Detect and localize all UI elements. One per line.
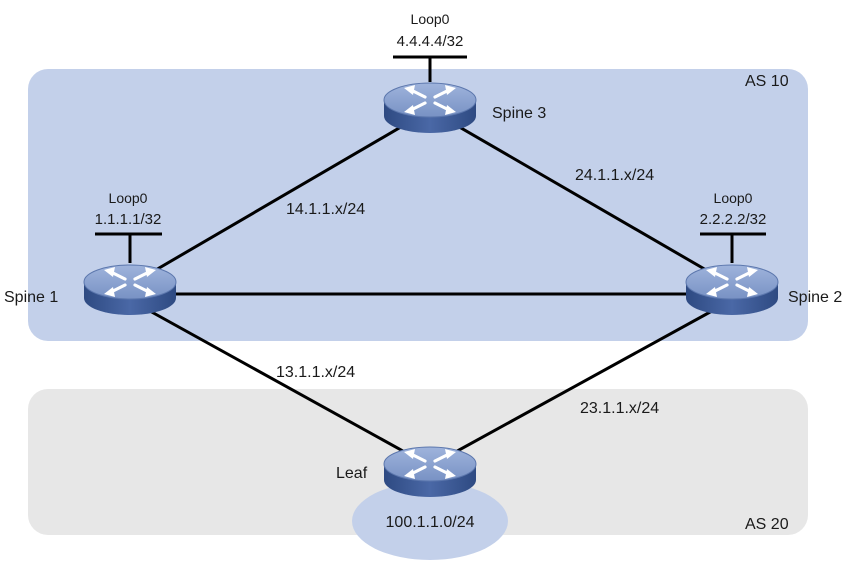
spine2-name: Spine 2: [788, 289, 842, 306]
leaf-router-icon[interactable]: [382, 445, 478, 499]
spine2-loopback-address: 2.2.2.2/32: [700, 211, 767, 228]
link-spine2-leaf: [429, 298, 733, 468]
leaf-name: Leaf: [336, 465, 368, 482]
spine1-name: Spine 1: [4, 289, 58, 306]
subnet-spine2-leaf: 23.1.1.x/24: [580, 400, 659, 417]
spine3-loopback-address: 4.4.4.4/32: [397, 33, 464, 50]
leaf-network-ellipse: [352, 482, 508, 560]
subnet-spine3-spine2: 24.1.1.x/24: [575, 167, 654, 184]
spine3-router-icon[interactable]: [382, 81, 478, 135]
as10-label: AS 10: [745, 73, 789, 90]
spine2-router-icon[interactable]: [684, 263, 780, 317]
spine1-loopback-name: Loop0: [109, 190, 148, 206]
spine2-loopback-name: Loop0: [714, 190, 753, 206]
subnet-spine1-spine3: 14.1.1.x/24: [286, 201, 365, 218]
spine3-loopback-name: Loop0: [411, 11, 450, 27]
subnet-spine1-leaf: 13.1.1.x/24: [276, 364, 355, 381]
as10-area: [28, 69, 808, 341]
link-spine3-spine2: [429, 108, 733, 287]
link-spine1-leaf: [129, 298, 431, 468]
leaf-network-address: 100.1.1.0/24: [386, 514, 475, 531]
link-spine1-spine3: [129, 108, 431, 287]
spine1-loopback-address: 1.1.1.1/32: [95, 211, 162, 228]
spine1-router-icon[interactable]: [82, 263, 178, 317]
spine3-name: Spine 3: [492, 105, 546, 122]
as20-label: AS 20: [745, 516, 789, 533]
